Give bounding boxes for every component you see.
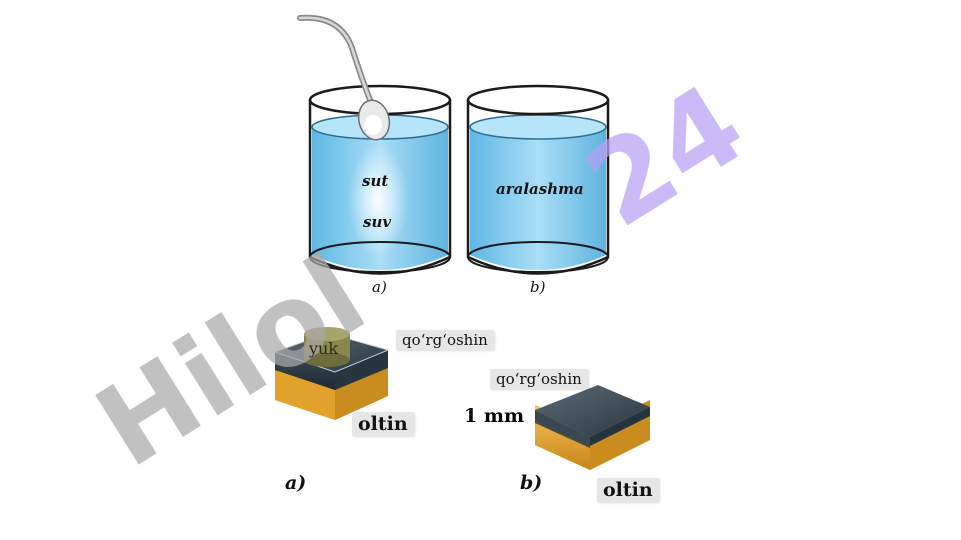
caption-block-b: b) [520, 472, 543, 494]
beaker-left [308, 84, 452, 275]
label-yuk: yuk [309, 339, 339, 358]
tag-lead-a: qo‘rg‘oshin [396, 330, 494, 350]
caption-block-a: a) [285, 472, 307, 494]
block-b [535, 385, 650, 470]
spoon [297, 14, 391, 141]
label-suv: suv [363, 213, 392, 231]
beaker-right [466, 84, 610, 275]
tag-gold-b: oltin [597, 478, 659, 502]
watermark-text-main: Hilol [75, 231, 386, 493]
caption-beaker-b: b) [530, 278, 546, 296]
caption-beaker-a: a) [372, 278, 387, 296]
tag-lead-b: qo‘rg‘oshin [490, 369, 588, 389]
block-a [273, 327, 390, 420]
tag-gold-a: oltin [352, 412, 414, 436]
label-sut: sut [362, 172, 389, 190]
label-aralashma: aralashma [496, 180, 584, 198]
label-gap-1mm: 1 mm [464, 405, 525, 427]
